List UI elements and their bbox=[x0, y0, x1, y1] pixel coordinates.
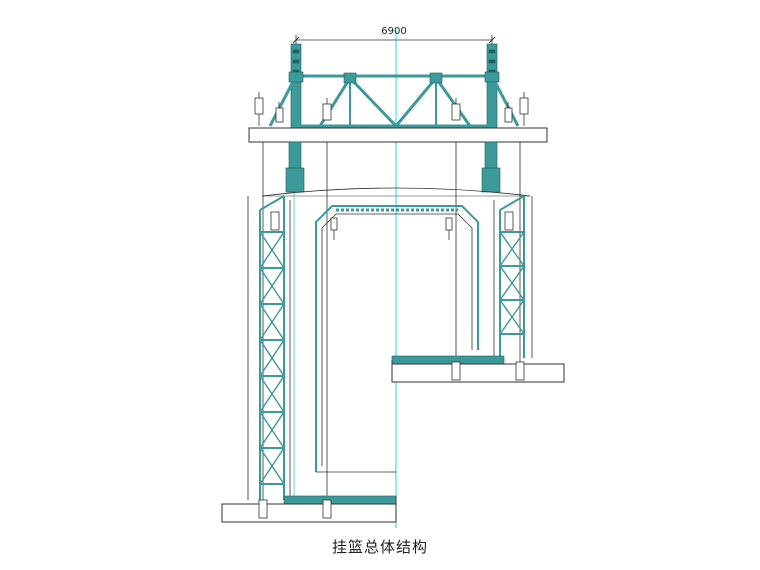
truss-nodes bbox=[288, 71, 500, 84]
frame-clamps bbox=[270, 211, 514, 231]
dimension-label: 6900 bbox=[381, 26, 406, 37]
top-slab-outline bbox=[261, 187, 531, 197]
hanger-rods bbox=[262, 142, 521, 500]
right-bottom-platform bbox=[391, 355, 565, 383]
main-beam bbox=[248, 127, 548, 143]
beam-anchors bbox=[285, 141, 501, 193]
right-web-lines bbox=[493, 196, 533, 358]
right-outer-frame bbox=[499, 195, 525, 358]
top-jacks bbox=[254, 92, 529, 126]
left-web-lines bbox=[247, 196, 291, 500]
drawing-caption: 挂篮总体结构 bbox=[331, 538, 428, 556]
left-bottom-platform bbox=[221, 495, 397, 523]
left-post bbox=[290, 43, 302, 129]
right-post bbox=[486, 43, 498, 129]
top-dimension: 6900 bbox=[292, 26, 496, 45]
inner-formwork bbox=[315, 205, 479, 473]
main-truss bbox=[268, 74, 520, 128]
left-outer-frame bbox=[259, 195, 285, 500]
